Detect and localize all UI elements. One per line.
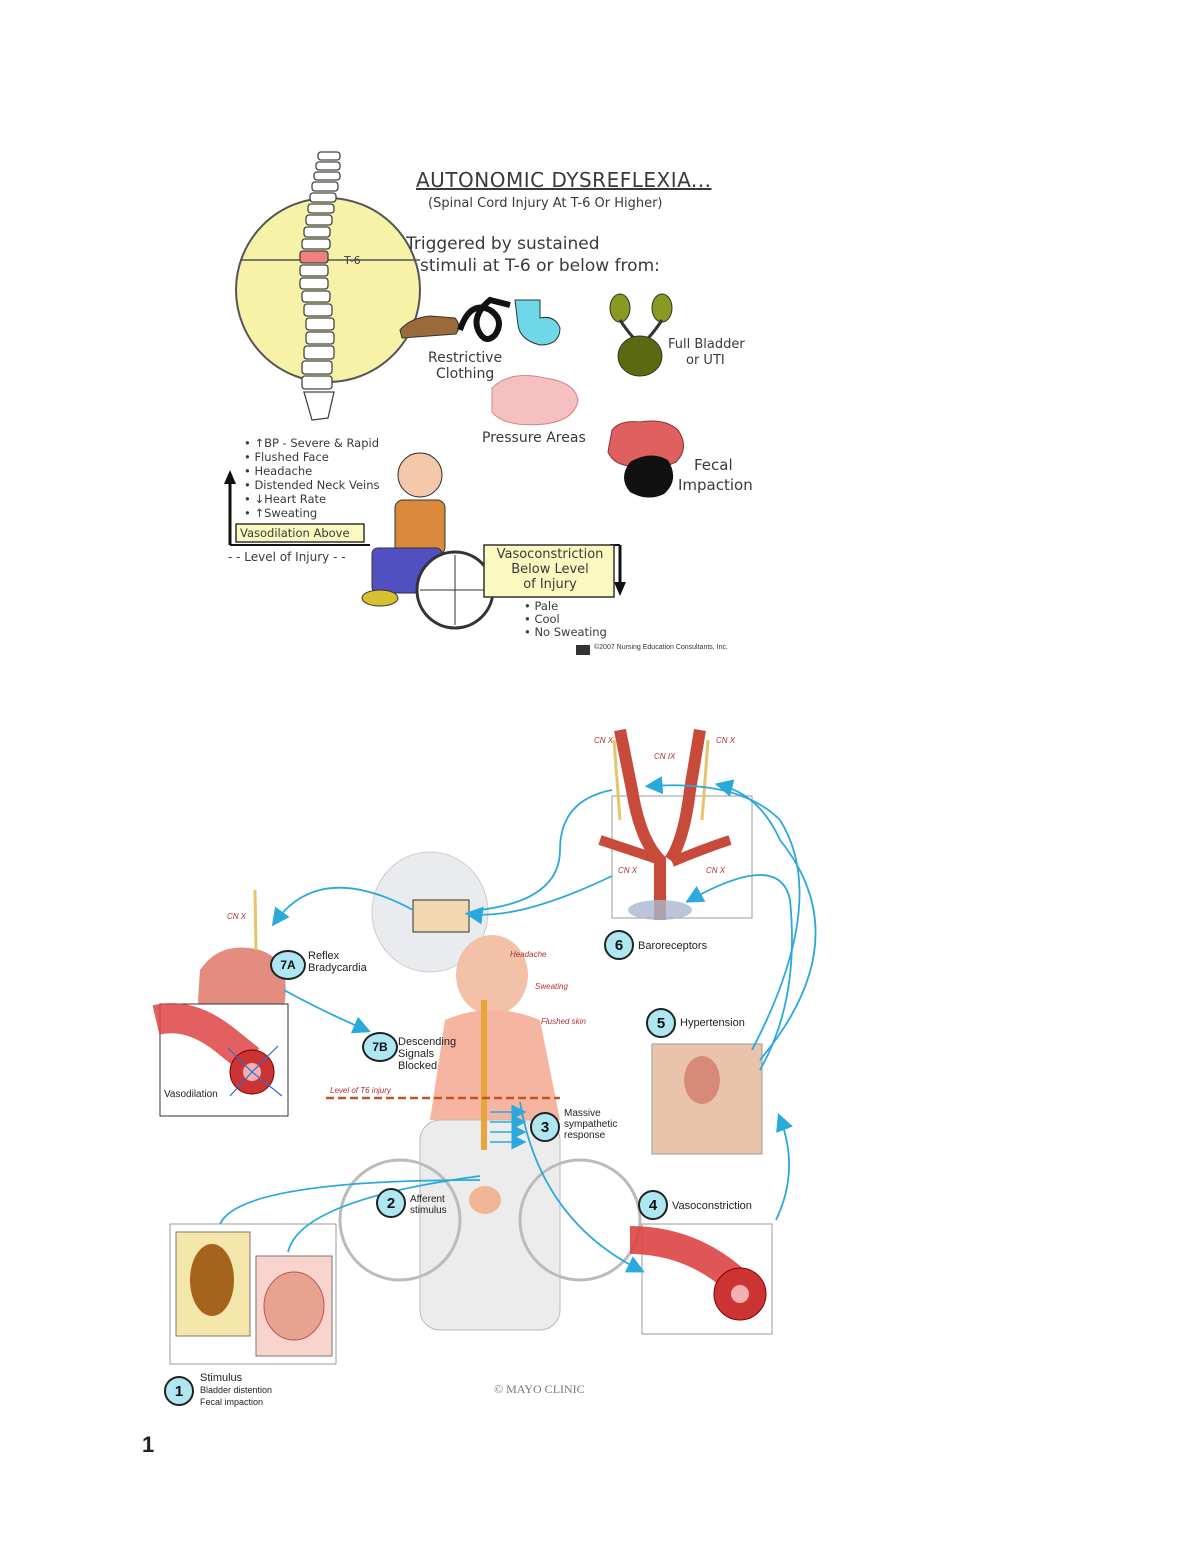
- cnix-label: CN IX: [654, 752, 676, 761]
- step-1-line: Bladder distention: [200, 1385, 273, 1395]
- step-2-line: stimulus: [410, 1205, 447, 1216]
- step-1-text: Stimulus Bladder distention Fecal impact…: [200, 1372, 272, 1408]
- cnx-label-heart: CN X: [227, 912, 247, 921]
- symptoms-below-list: • Pale • Cool • No Sweating: [524, 600, 607, 639]
- step-3-badge: 3: [530, 1112, 560, 1142]
- cause-bladder-1: Full Bladder: [668, 337, 745, 352]
- brainstem-box: [412, 899, 470, 933]
- vasodilation-box: [235, 523, 365, 543]
- cause-bladder-2: or UTI: [686, 353, 725, 368]
- step-7a-text: Reflex Bradycardia: [308, 950, 367, 974]
- cause-restrictive-2: Clothing: [436, 366, 495, 382]
- step-7a-line: Reflex: [308, 950, 340, 962]
- bowel-shape: [190, 1244, 234, 1316]
- step-7a-line: Bradycardia: [308, 962, 367, 974]
- cnx-label-top-right: CN X: [716, 736, 736, 745]
- figure1-copyright: ©2007 Nursing Education Consultants, Inc…: [594, 644, 728, 651]
- dilation-arrows: [227, 1045, 283, 1097]
- step-1-badge: 1: [164, 1376, 194, 1406]
- symptom-above-item: • ↓Heart Rate: [244, 492, 327, 506]
- symptoms-above-list: • ↑BP - Severe & Rapid • Flushed Face • …: [244, 436, 380, 520]
- symptom-above-item: • ↑BP - Severe & Rapid: [244, 436, 380, 450]
- vasoconstriction-line: Vasoconstriction: [496, 547, 604, 562]
- figure1-title: AUTONOMIC DYSREFLEXIA...: [416, 168, 712, 192]
- step-6-title: Baroreceptors: [638, 940, 708, 952]
- figure2-illustration: [152, 728, 817, 1365]
- step-2-badge: 2: [376, 1188, 406, 1218]
- patient-illustration: [338, 935, 642, 1331]
- carotid-arteries-illustration: [598, 728, 732, 920]
- cnx-label-top-left: CN X: [594, 736, 614, 745]
- step-7b-line: Descending: [398, 1036, 457, 1048]
- symptom-above-item: • Distended Neck Veins: [244, 478, 380, 492]
- sweating-label: Sweating: [535, 982, 568, 991]
- step-7b-line: Signals: [398, 1048, 435, 1060]
- step-7b-badge: 7B: [362, 1032, 398, 1062]
- restrictive-clothing-illustration: [399, 296, 561, 346]
- sympathetic-arrows: [490, 1104, 527, 1150]
- step-1-title: Stimulus: [200, 1372, 243, 1384]
- vasoconstriction-line: of Injury: [523, 577, 577, 592]
- bladder-shape: [263, 1271, 325, 1341]
- step-6-badge: 6: [604, 930, 634, 960]
- step-1-line: Fecal impaction: [200, 1397, 264, 1407]
- vasoconstriction-box: [483, 544, 615, 598]
- step-2-line: Afferent: [410, 1194, 445, 1205]
- step-4-title: Vasoconstriction: [672, 1200, 752, 1212]
- step-7b-text: Descending Signals Blocked: [398, 1036, 456, 1072]
- mayo-copyright: © MAYO CLINIC: [494, 1382, 585, 1396]
- symptom-above-item: • ↑Sweating: [244, 506, 318, 520]
- trigger-line-1: Triggered by sustained: [406, 234, 600, 254]
- spine-illustration: [299, 151, 341, 421]
- trigger-line-2: stimuli at T-6 or below from:: [420, 256, 660, 276]
- figure1-subtitle: (Spinal Cord Injury At T-6 Or Higher): [428, 196, 663, 211]
- constricted-vessel-illustration: [629, 1226, 767, 1321]
- cause-fecal-2: Impaction: [678, 476, 753, 494]
- pathway-arrows: [219, 776, 817, 1273]
- patient-wheelchair-illustration: [361, 452, 495, 630]
- headache-label: Headache: [510, 950, 547, 959]
- cnx-label-mid-left: CN X: [618, 866, 638, 875]
- step-5-badge: 5: [646, 1008, 676, 1038]
- nec-logo: [576, 645, 590, 655]
- step-2-text: Afferent stimulus: [410, 1194, 447, 1216]
- symptom-below-item: • Cool: [524, 612, 560, 626]
- t6-label: T-6: [344, 254, 361, 267]
- cnx-label-mid-right: CN X: [706, 866, 726, 875]
- symptom-above-item: • Headache: [244, 464, 313, 478]
- symptom-below-item: • Pale: [524, 599, 559, 613]
- flushed-skin-label: Flushed skin: [541, 1017, 586, 1026]
- step-4-badge: 4: [638, 1190, 668, 1220]
- bowel-illustration: [607, 420, 684, 498]
- level-of-injury-label: - - Level of Injury - -: [228, 550, 346, 564]
- step-5-title: Hypertension: [680, 1017, 745, 1029]
- vasoconstriction-label: Vasoconstriction Below Level of Injury: [490, 547, 610, 592]
- cause-pressure: Pressure Areas: [482, 430, 586, 446]
- torso-heart: [684, 1056, 720, 1104]
- step-7b-line: Blocked: [398, 1060, 438, 1072]
- step-3-line: response: [564, 1130, 606, 1141]
- step-3-line: sympathetic: [564, 1119, 618, 1130]
- pressure-area-illustration: [491, 375, 579, 426]
- cause-restrictive-1: Restrictive: [428, 350, 503, 366]
- symptom-below-item: • No Sweating: [524, 625, 607, 639]
- step-7a-badge: 7A: [270, 950, 306, 980]
- vasoconstriction-line: Below Level: [511, 562, 589, 577]
- symptom-above-item: • Flushed Face: [244, 450, 329, 464]
- level-t6-label: Level of T6 injury: [330, 1086, 391, 1095]
- step-3-line: Massive: [564, 1108, 601, 1119]
- figure1-illustration: [224, 151, 684, 655]
- bladder-illustration: [609, 293, 673, 377]
- page-number: 1: [142, 1432, 155, 1457]
- vasodilation-label: Vasodilation: [164, 1089, 218, 1100]
- step-3-text: Massive sympathetic response: [564, 1108, 617, 1141]
- vasodilation-label: Vasodilation Above: [240, 526, 350, 540]
- cause-fecal-1: Fecal: [694, 456, 733, 474]
